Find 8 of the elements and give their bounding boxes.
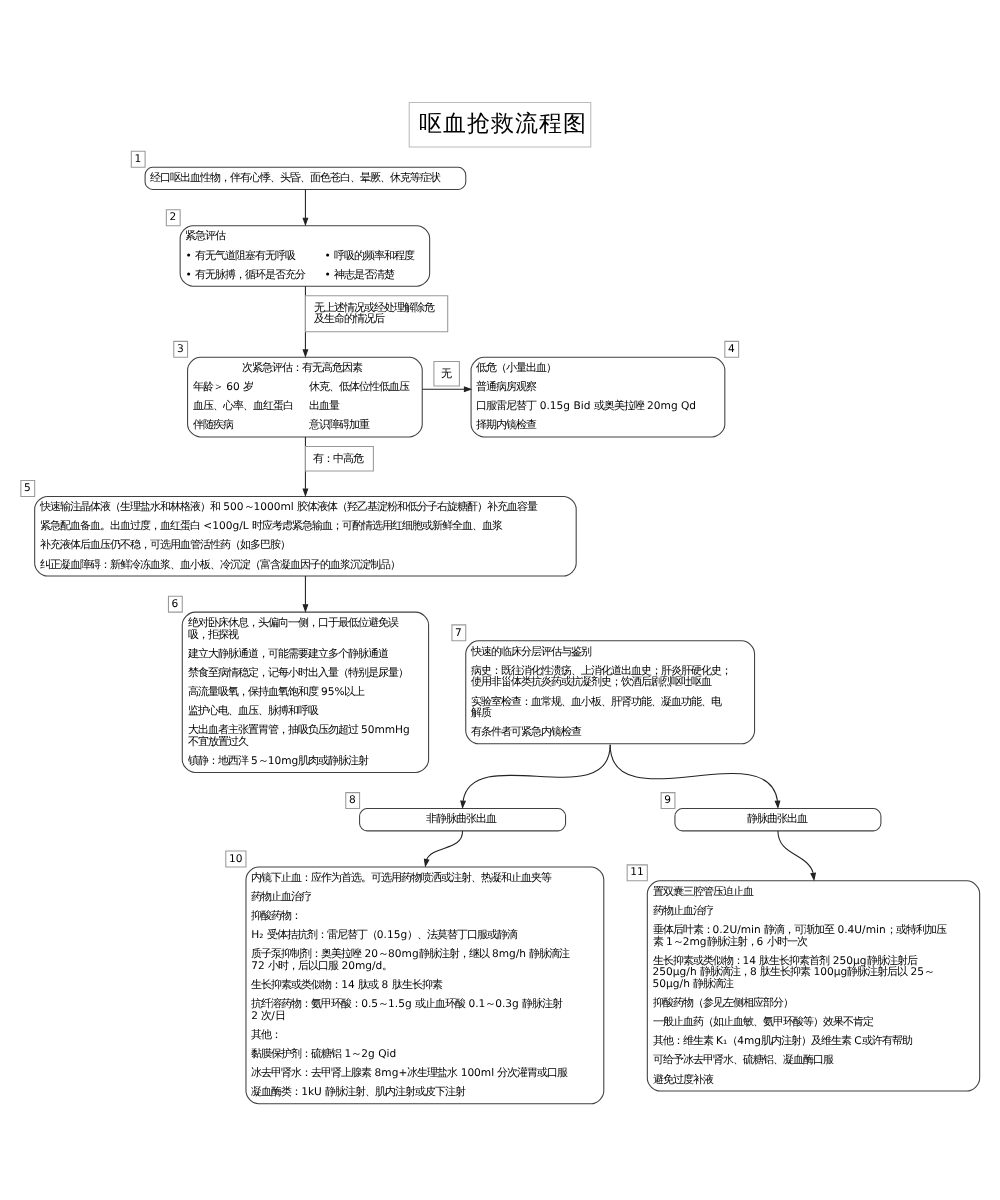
arrow <box>777 829 817 881</box>
arrow <box>609 743 781 809</box>
arrow <box>423 829 464 867</box>
diagram-title: 呕血抢救流程图 <box>419 107 588 136</box>
arrow <box>302 574 309 612</box>
arrow <box>302 188 309 226</box>
arrow <box>460 743 611 809</box>
arrow <box>421 385 473 392</box>
